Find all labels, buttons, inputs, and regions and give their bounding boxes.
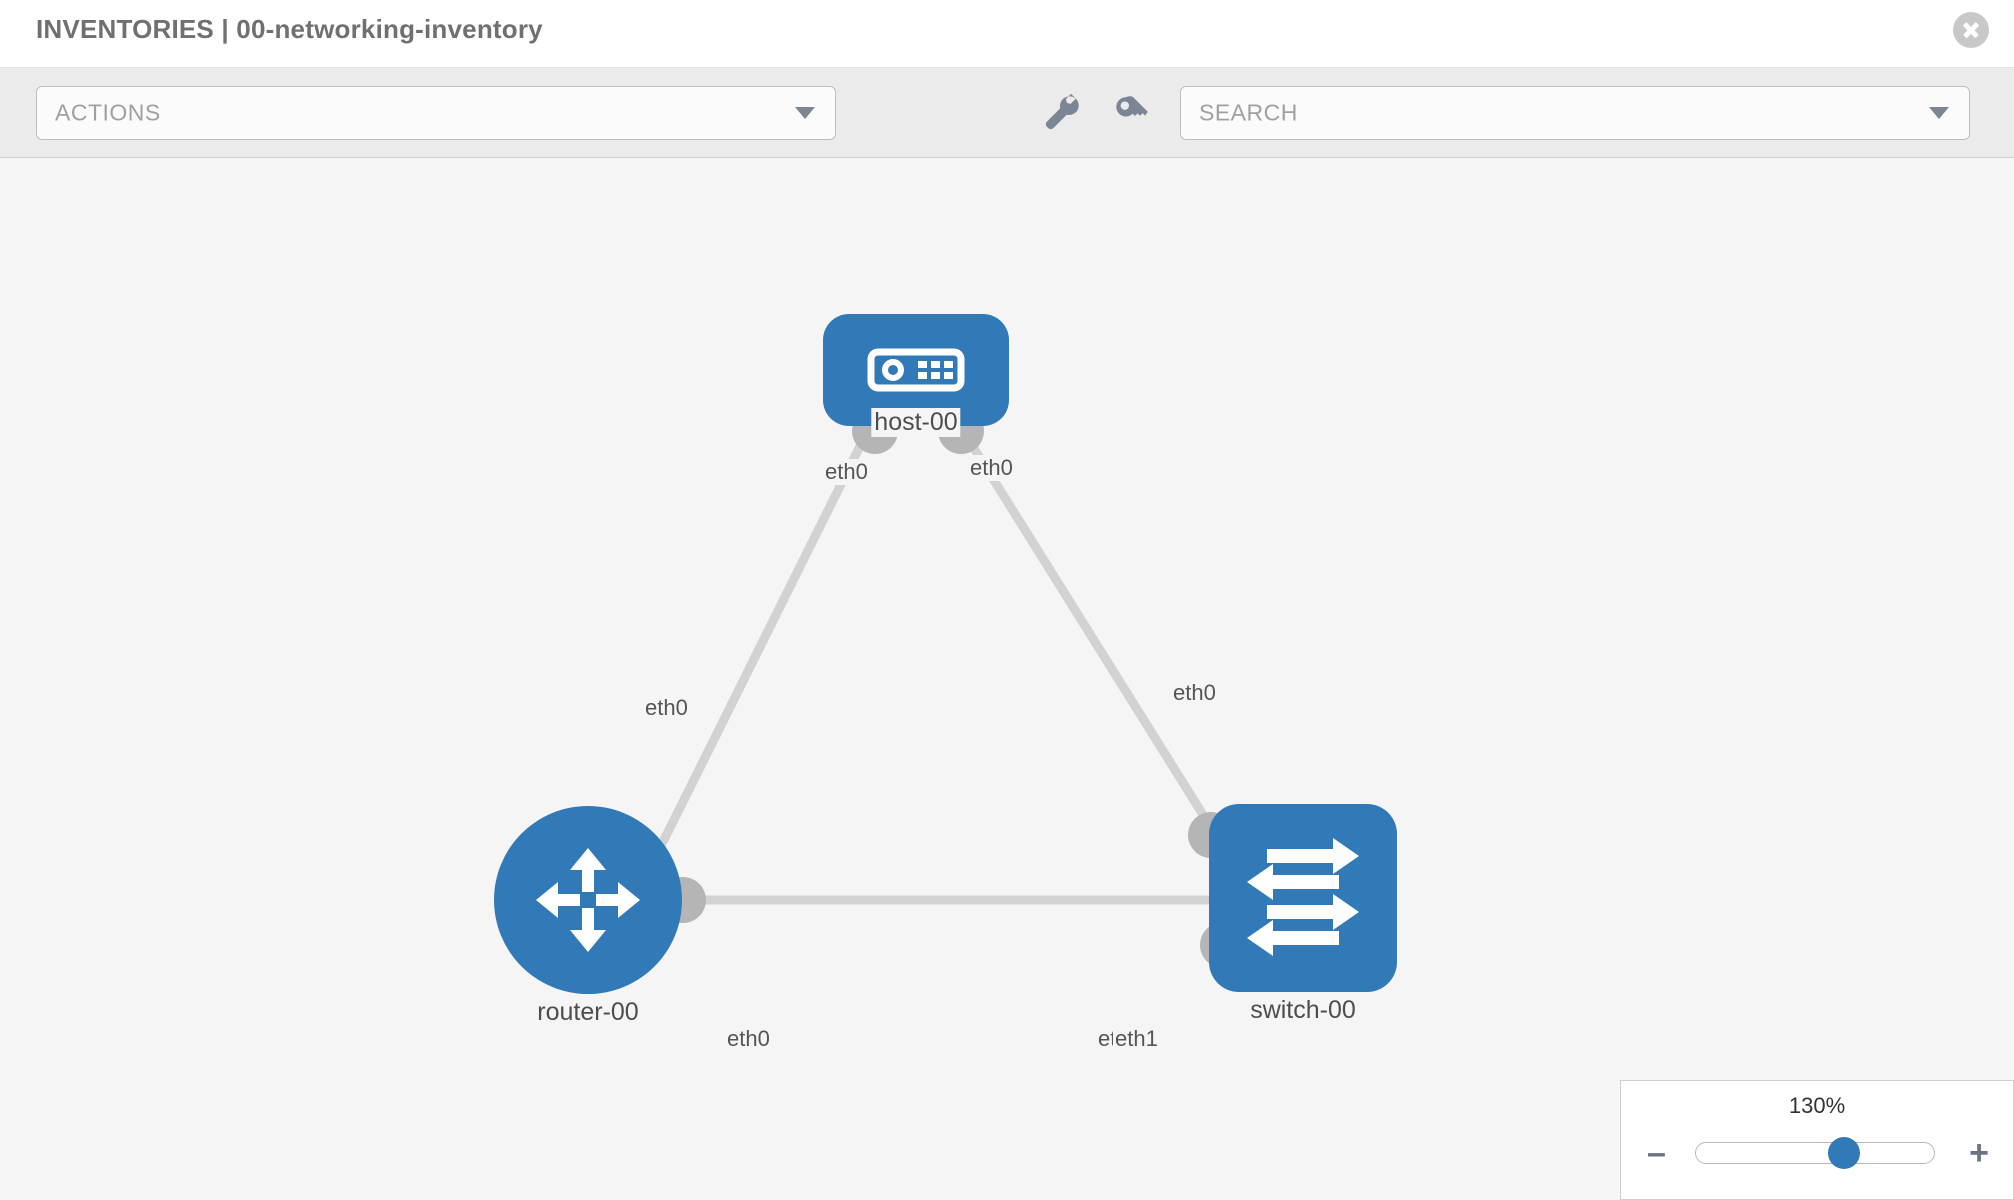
edge-label-router-right: eth0: [725, 1026, 772, 1052]
page-header: INVENTORIES | 00-networking-inventory: [0, 0, 2014, 68]
zoom-slider[interactable]: [1695, 1137, 1935, 1169]
search-placeholder: SEARCH: [1199, 99, 1298, 126]
node-switch-00[interactable]: switch-00: [1209, 804, 1397, 1025]
edge-label-switch-left-b: eth1: [1113, 1026, 1160, 1052]
zoom-in-button[interactable]: +: [1969, 1134, 1989, 1172]
node-switch-00-label: switch-00: [1247, 996, 1359, 1025]
chevron-down-icon: [795, 107, 815, 119]
page-title: INVENTORIES | 00-networking-inventory: [36, 14, 543, 44]
edge-label-host-right: eth0: [968, 455, 1015, 481]
node-router-00[interactable]: router-00: [494, 806, 682, 1027]
actions-dropdown[interactable]: ACTIONS: [36, 86, 836, 140]
node-switch-00-shape[interactable]: [1209, 804, 1397, 992]
node-host-00-shape[interactable]: [823, 314, 1009, 426]
switch-arrows-icon: [1247, 838, 1359, 956]
node-host-00-label: host-00: [871, 408, 961, 437]
zoom-control-panel: 130% – +: [1620, 1080, 2014, 1200]
zoom-slider-row: – +: [1621, 1133, 2013, 1173]
topology-edges: [650, 423, 1234, 905]
node-router-00-shape[interactable]: [494, 806, 682, 994]
zoom-out-button[interactable]: –: [1647, 1134, 1666, 1172]
zoom-slider-thumb[interactable]: [1827, 1137, 1860, 1169]
server-icon: [867, 348, 965, 392]
edge-label-host-left: eth0: [823, 459, 870, 485]
chevron-down-icon: [1929, 107, 1949, 119]
toolbar: ACTIONS SEARCH: [0, 68, 2014, 158]
edge-label-router-up: eth0: [643, 695, 690, 721]
close-icon[interactable]: [1953, 12, 1989, 48]
edge-label-switch-up: eth0: [1171, 680, 1218, 706]
node-router-00-label: router-00: [534, 998, 642, 1027]
topology-canvas[interactable]: host-00 router-00: [0, 158, 2014, 1200]
key-icon[interactable]: [1111, 92, 1153, 134]
search-field[interactable]: SEARCH: [1180, 86, 1970, 140]
router-arrows-icon: [536, 848, 640, 952]
actions-dropdown-label: ACTIONS: [55, 99, 161, 126]
wrench-icon[interactable]: [1041, 92, 1083, 134]
zoom-level-value: 130%: [1788, 1093, 1846, 1118]
node-host-00[interactable]: host-00: [823, 314, 1009, 437]
